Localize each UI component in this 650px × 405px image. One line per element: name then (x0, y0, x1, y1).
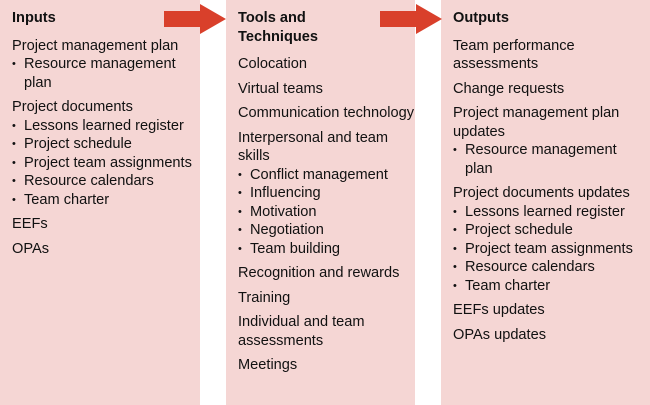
bullet-item: Team charter (12, 191, 200, 210)
arrow-right-icon (380, 4, 442, 34)
arrow-right-icon (164, 4, 226, 34)
group: EEFs (12, 215, 200, 234)
bullet-item: Lessons learned register (12, 117, 200, 136)
group-label: Colocation (238, 56, 307, 72)
group: Meetings (238, 356, 415, 375)
group: Recognition and rewards (238, 264, 415, 283)
group-label: Interpersonal and team skills (238, 129, 389, 165)
group-label: OPAs (12, 240, 50, 257)
group-label: Meetings (238, 357, 298, 373)
group-label: Project documents updates (453, 185, 630, 201)
bullet-item: Influencing (238, 184, 415, 203)
group: Interpersonal and team skillsConflict ma… (238, 129, 415, 259)
inputs-title: Inputs (12, 10, 56, 26)
bullet-item: Resource management plan (12, 55, 200, 92)
group-label: OPAs updates (453, 326, 547, 343)
bullet-item: Project schedule (453, 221, 646, 240)
group: OPAs updates (453, 326, 646, 345)
group: Project management planResource manageme… (12, 37, 200, 93)
bullet-item: Resource management plan (453, 141, 646, 178)
group-label: Communication technology (238, 105, 415, 121)
bullet-item: Conflict management (238, 166, 415, 185)
bullet-item: Resource calendars (12, 172, 200, 191)
group: EEFs updates (453, 301, 646, 320)
inputs-box: Inputs Project management planResource m… (0, 0, 200, 405)
group-label: Change requests (453, 80, 565, 97)
group: Virtual teams (238, 80, 415, 99)
bullet-item: Motivation (238, 203, 415, 222)
tools-title: Tools and Techniques (238, 10, 319, 45)
group-label: Virtual teams (238, 80, 323, 97)
group: OPAs (12, 240, 200, 259)
group: Team performance assessments (453, 37, 646, 74)
group: Project management plan updatesResource … (453, 104, 646, 178)
group-label: Individual and team assessments (238, 314, 365, 349)
group-label: Training (238, 289, 291, 306)
bullet-item: Lessons learned register (453, 203, 646, 222)
group-label: EEFs updates (453, 302, 545, 318)
group: Project documents updatesLessons learned… (453, 184, 646, 295)
bullet-item: Resource calendars (453, 258, 646, 277)
bullet-item: Team building (238, 240, 415, 259)
group-label: Project management plan updates (453, 105, 620, 140)
group: Individual and team assessments (238, 313, 415, 350)
group: Communication technology (238, 104, 415, 123)
group: Change requests (453, 80, 646, 99)
group: Project documentsLessons learned registe… (12, 98, 200, 209)
group-label: EEFs (12, 216, 48, 232)
bullet-item: Project schedule (12, 135, 200, 154)
group-label: Recognition and rewards (238, 265, 400, 281)
group-label: Project documents (12, 99, 133, 115)
group: Colocation (238, 55, 415, 74)
group: Training (238, 289, 415, 308)
bullet-item: Project team assignments (453, 240, 646, 259)
group-label: Team performance assessments (453, 37, 575, 73)
group-label: Project management plan (12, 37, 179, 54)
bullet-item: Project team assignments (12, 154, 200, 173)
bullet-item: Negotiation (238, 221, 415, 240)
outputs-title: Outputs (453, 10, 509, 26)
bullet-item: Team charter (453, 277, 646, 296)
